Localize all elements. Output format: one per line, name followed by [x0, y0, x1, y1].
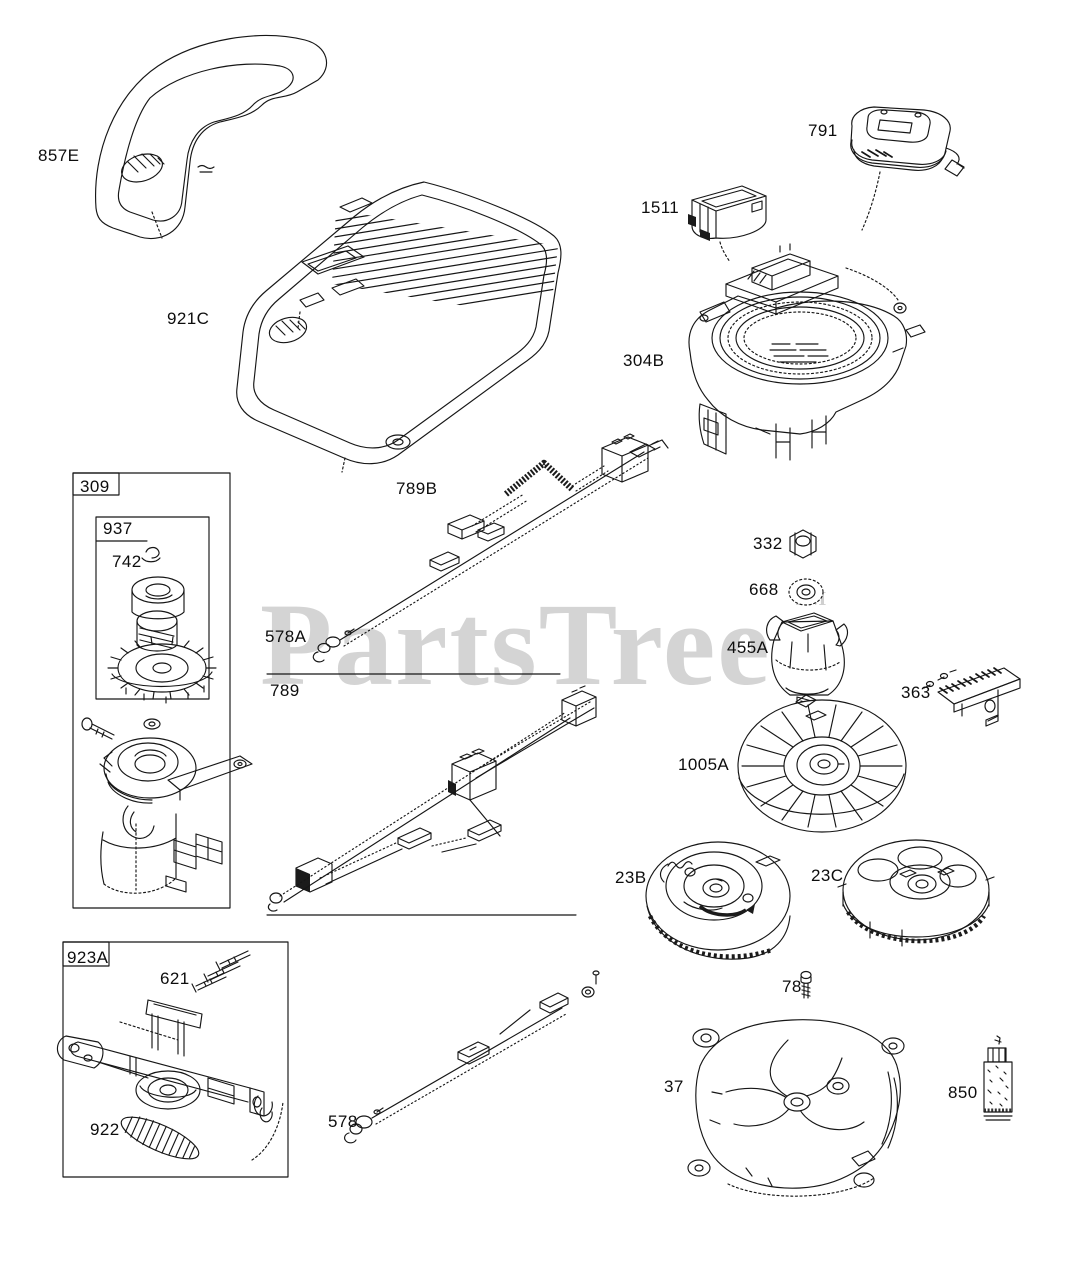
- callout-1005A: 1005A: [678, 755, 730, 774]
- part-922-spring: [120, 1116, 200, 1160]
- callout-668: 668: [749, 580, 779, 599]
- part-78-screw: [800, 970, 812, 999]
- section-789: [266, 673, 597, 916]
- part-455A-starter-cup: [766, 612, 849, 716]
- callout-789B: 789B: [396, 479, 438, 498]
- part-621-screws: [191, 950, 251, 993]
- callout-37: 37: [664, 1077, 684, 1096]
- callout-742: 742: [112, 552, 142, 571]
- callout-921C: 921C: [167, 309, 210, 328]
- callout-78: 78: [782, 977, 802, 996]
- part-starter-motor-assembly: [81, 717, 253, 894]
- callout-23B: 23B: [615, 868, 647, 887]
- callout-1511: 1511: [641, 198, 680, 217]
- callout-923A: 923A: [67, 948, 109, 967]
- callout-850: 850: [948, 1083, 978, 1102]
- part-742-and-starter-gear: [107, 546, 217, 704]
- part-1511-module: [688, 185, 767, 263]
- callout-309: 309: [80, 477, 110, 496]
- callout-332: 332: [753, 534, 783, 553]
- part-23C-flywheel: [837, 839, 995, 947]
- part-1005A-flywheel-fan: [737, 694, 907, 833]
- part-789B-wire-harness: [429, 433, 669, 572]
- callout-937: 937: [103, 519, 133, 538]
- callout-455A: 455A: [727, 638, 769, 657]
- part-304B-blower-housing: [688, 243, 926, 461]
- partstree-watermark: PartsTree: [260, 579, 772, 710]
- callout-578A: 578A: [265, 627, 307, 646]
- part-332-nut: [789, 529, 817, 559]
- part-921C-blower-housing-cover: [236, 181, 562, 473]
- part-791-module: [850, 106, 965, 231]
- callout-922: 922: [90, 1120, 120, 1139]
- callout-621: 621: [160, 969, 190, 988]
- callout-363: 363: [901, 683, 931, 702]
- callout-791: 791: [808, 121, 838, 140]
- group-box-309: [72, 472, 231, 909]
- callout-304B: 304B: [623, 351, 665, 370]
- callout-578: 578: [328, 1112, 358, 1131]
- part-bracket-assembly: [56, 999, 284, 1161]
- callout-857E: 857E: [38, 146, 80, 165]
- part-23B-flywheel: [645, 841, 791, 960]
- part-578-cable: [344, 970, 600, 1144]
- part-857E-top-cover: [94, 35, 327, 239]
- callout-23C: 23C: [811, 866, 844, 885]
- part-578A-cable: [312, 440, 661, 663]
- part-363-screen: [923, 667, 1021, 727]
- part-37-baffle-housing: [687, 1019, 905, 1197]
- part-668-washer: [788, 578, 824, 606]
- callout-789: 789: [270, 681, 300, 700]
- part-850-sealant-tube: [983, 1035, 1013, 1121]
